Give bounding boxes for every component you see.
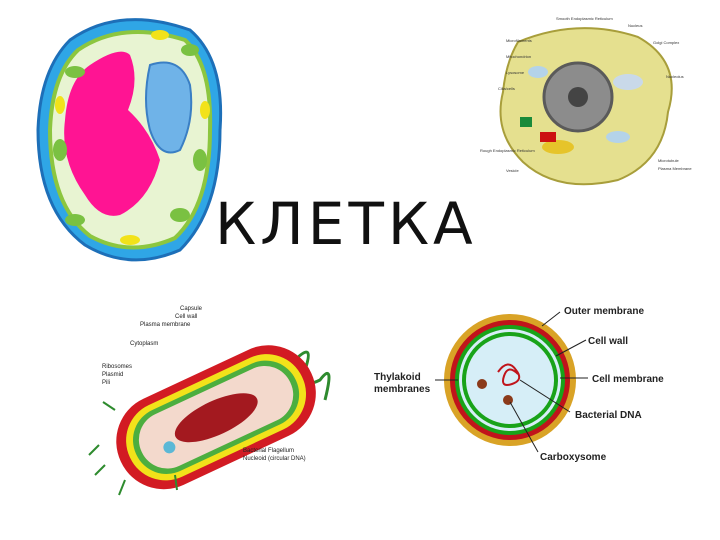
lysosome (520, 117, 532, 127)
label-plasma-membrane: Plasma membrane (140, 322, 191, 328)
animal-cell-labels: Smooth Endoplasmic Reticulum Nucleus Gol… (480, 16, 692, 173)
golgi-complex (613, 74, 643, 90)
label-bacterial-dna: Bacterial DNA (575, 410, 642, 421)
label-carboxysome: Carboxysome (540, 452, 607, 463)
carboxysome-2 (503, 395, 513, 405)
cyanobacterium-leaders (435, 311, 588, 453)
label-microtubule: Microtubule (658, 158, 679, 163)
pili-group (88, 401, 178, 496)
label-nucleolus: Nucleolus (666, 74, 684, 79)
cyanobacterium-labels: Outer membrane Cell wall Cell membrane B… (374, 306, 664, 463)
chloroplast (170, 208, 190, 222)
bacterium-illustration: Capsule Cell wall Plasma membrane Cytopl… (88, 306, 331, 496)
label-golgi: Golgi Complex (653, 40, 679, 45)
bacterial-dna-shape (497, 363, 521, 386)
label-pili: Pili (102, 380, 110, 386)
central-vacuole (64, 51, 160, 216)
label-cell-membrane: Cell membrane (592, 374, 664, 385)
label-plasmid: Plasmid (102, 372, 123, 378)
mitochondrion (120, 235, 140, 245)
slide-title: КЛЕТКА (215, 190, 477, 258)
label-smooth-er: Smooth Endoplasmic Reticulum (556, 16, 613, 21)
label-outer-membrane: Outer membrane (564, 306, 644, 317)
label-ribosomes: Ribosomes (102, 364, 132, 370)
cytoplasm-cross (466, 336, 554, 424)
mitochondrion (606, 131, 630, 143)
label-vesicle: Vesicle (506, 168, 519, 173)
label-microfilaments: Microfilaments (506, 38, 532, 43)
plasmid (163, 441, 176, 454)
carboxysome-1 (477, 379, 487, 389)
nucleolus (568, 87, 588, 107)
label-mitochondrion: Mitochondrion (506, 54, 531, 59)
rough-er (540, 132, 556, 142)
nucleus (145, 61, 193, 154)
mitochondrion (151, 30, 169, 40)
chloroplast (65, 214, 85, 226)
label-thylakoid: Thylakoid (374, 372, 421, 383)
label-cell-wall: Cell wall (588, 336, 628, 347)
nucleoid (174, 393, 258, 443)
animal-cell-illustration: Smooth Endoplasmic Reticulum Nucleus Gol… (480, 16, 692, 186)
label-cilia: Cilia/cells (498, 86, 515, 91)
bacterium-labels: Capsule Cell wall Plasma membrane Cytopl… (102, 306, 306, 462)
vesicle (542, 140, 574, 154)
mitochondrion (528, 66, 548, 78)
label-plasma-membrane: Plasma Membrane (658, 166, 692, 171)
mitochondrion (200, 101, 210, 119)
chloroplast (65, 66, 85, 78)
label-rough-er: Rough Endoplasmic Reticulum (480, 148, 535, 153)
label-flagellum: Bacterial Flagellum (243, 448, 294, 454)
label-cytoplasm: Cytoplasm (130, 341, 158, 347)
mitochondrion (55, 96, 65, 114)
label-nucleoid: Nucleoid (circular DNA) (243, 456, 306, 462)
chloroplast (53, 139, 67, 161)
chloroplast (181, 44, 199, 56)
plant-cell-illustration (36, 18, 223, 262)
label-capsule: Capsule (180, 306, 203, 312)
chloroplast (193, 149, 207, 171)
label-membranes: membranes (374, 384, 431, 395)
label-cell-wall: Cell wall (175, 314, 197, 320)
cyanobacterium-illustration: Outer membrane Cell wall Cell membrane B… (374, 306, 664, 463)
label-nucleus: Nucleus (628, 23, 642, 28)
label-lysosome: Lysosome (506, 70, 525, 75)
